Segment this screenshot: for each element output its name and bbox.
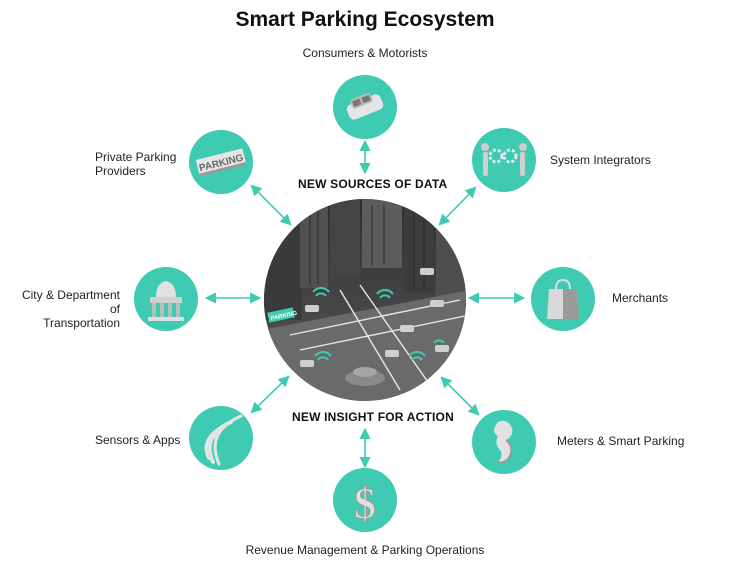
city-hall-icon [148,281,184,321]
node-consumers [333,75,397,139]
page-title: Smart Parking Ecosystem [235,8,495,31]
new-sources-label: NEW SOURCES OF DATA [298,177,448,191]
node-sensors [189,406,253,470]
label-integrators: System Integrators [550,153,651,167]
shopping-bag-icon [547,278,579,319]
car-icon [346,93,384,120]
parking-sign-icon: PARKING [195,148,247,177]
arrow-meters [440,376,480,416]
node-revenue: $ [333,468,397,532]
node-city [134,267,198,331]
node-private-parking: PARKING [189,130,253,194]
label-merchants: Merchants [612,291,669,305]
arrow-sensors [250,375,290,414]
arrow-integrators [438,186,477,226]
node-meters [472,410,536,474]
label-meters: Meters & Smart Parking [557,434,685,448]
arrow-private [250,184,292,226]
label-consumers: Consumers & Motorists [302,46,428,60]
node-integrators [472,128,536,192]
city-parking-sign: PARKING [270,311,298,323]
label-sensors: Sensors & Apps [95,433,181,447]
label-revenue: Revenue Management & Parking Operations [245,543,485,557]
dollar-icon: $ [354,479,377,529]
new-insight-label: NEW INSIGHT FOR ACTION [292,410,454,424]
svg-text:$: $ [354,479,376,528]
node-merchants [531,267,595,331]
signal-icon [204,414,243,466]
gears-icon [481,143,527,176]
parking-meter-icon [494,420,513,464]
